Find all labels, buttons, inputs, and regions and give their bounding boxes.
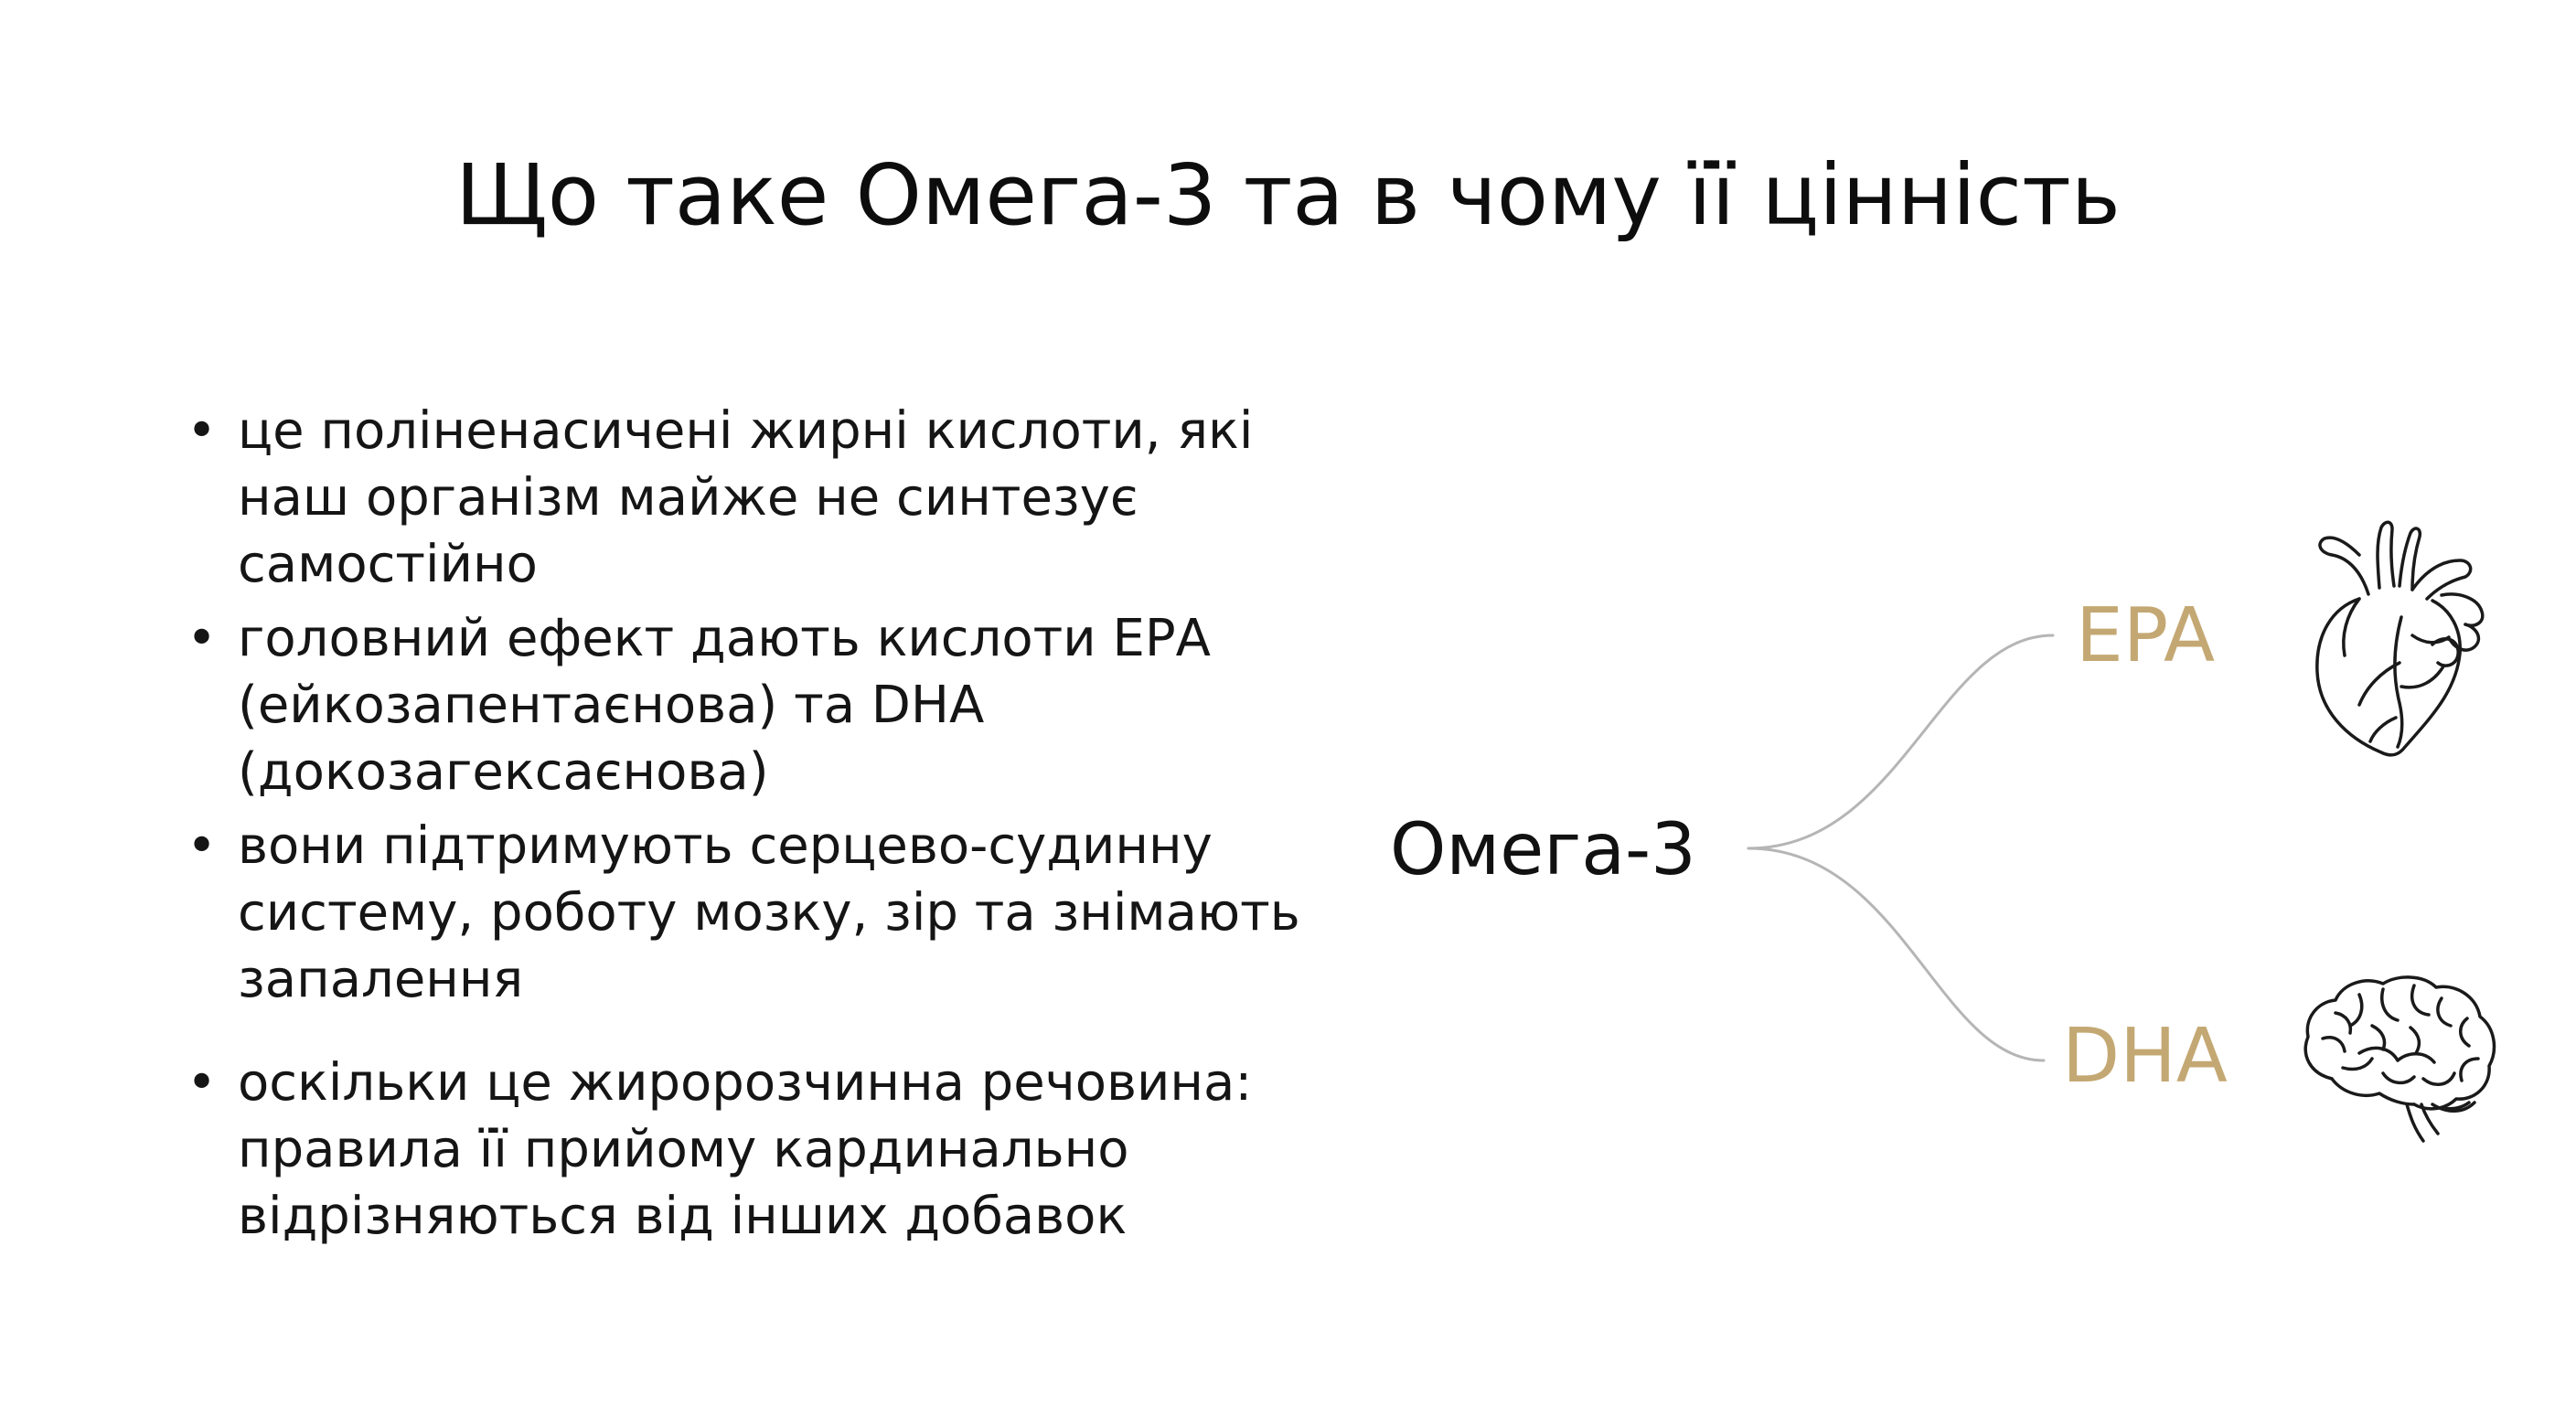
- bullet-text: оскільки це жиророзчинна речовина: прави…: [238, 1053, 1253, 1246]
- diagram-root-label: Омега-3: [1390, 809, 1696, 891]
- bullet-dot: •: [187, 401, 218, 461]
- bullet-item: • оскільки це жиророзчинна речовина: пра…: [183, 1049, 1335, 1250]
- bullet-dot: •: [187, 1053, 218, 1113]
- bullet-dot: •: [187, 609, 218, 668]
- heart-icon: [2315, 520, 2485, 757]
- brain-icon: [2303, 975, 2496, 1143]
- connector-to-dha: [1747, 847, 2046, 1062]
- bullet-text: вони підтримують серцево-судинну систему…: [238, 816, 1300, 1009]
- bullet-list: • це поліненасичені жирні кислоти, які н…: [183, 398, 1335, 1250]
- bullet-dot: •: [187, 816, 218, 876]
- bullet-item: • вони підтримують серцево-судинну систе…: [183, 813, 1335, 1013]
- connector-to-epa: [1747, 634, 2055, 850]
- bullet-item: • головний ефект дають кислоти ЕРА (ейко…: [183, 605, 1335, 805]
- bullet-text: головний ефект дають кислоти ЕРА (ейкоза…: [238, 609, 1211, 802]
- branch-label-dha: DHA: [2062, 1013, 2228, 1100]
- bullet-text: це поліненасичені жирні кислоти, які наш…: [238, 401, 1254, 594]
- slide-title: Що таке Омега-3 та в чому її цінність: [455, 146, 2121, 244]
- bullet-item: • це поліненасичені жирні кислоти, які н…: [183, 398, 1335, 598]
- branch-label-epa: EPA: [2076, 592, 2216, 679]
